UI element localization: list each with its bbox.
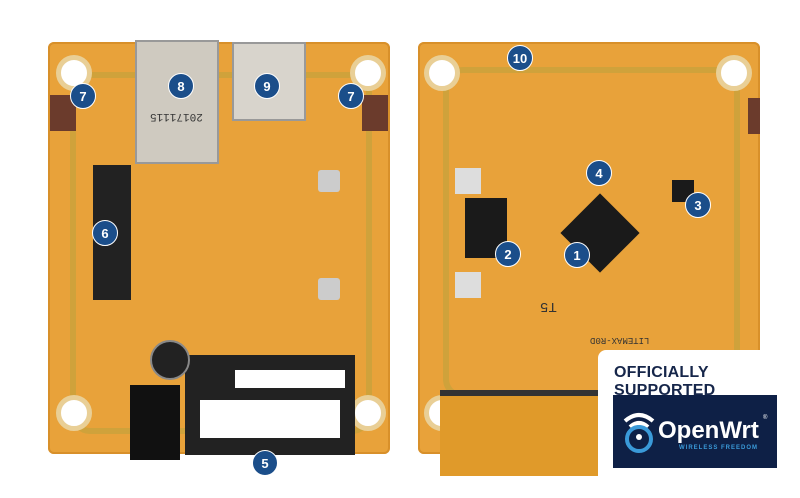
ethernet-port bbox=[440, 390, 600, 476]
callout-4: 4 bbox=[586, 160, 612, 186]
mount-hole bbox=[424, 55, 460, 91]
openwrt-badge: OFFICIALLY SUPPORTED OpenWrt ® WIRELESS … bbox=[598, 350, 800, 498]
power-jack bbox=[130, 385, 180, 460]
connector bbox=[455, 272, 481, 298]
callout-9: 9 bbox=[254, 73, 280, 99]
button bbox=[318, 278, 340, 300]
callout-7-left: 7 bbox=[70, 83, 96, 109]
callout-10: 10 bbox=[507, 45, 533, 71]
switch-right bbox=[362, 95, 388, 131]
mount-hole bbox=[350, 55, 386, 91]
callout-7-right: 7 bbox=[338, 83, 364, 109]
button bbox=[318, 170, 340, 192]
mount-hole bbox=[56, 395, 92, 431]
callout-6: 6 bbox=[92, 220, 118, 246]
callout-3: 3 bbox=[685, 192, 711, 218]
board-label: T5 bbox=[540, 298, 557, 314]
capacitor bbox=[150, 340, 190, 380]
openwrt-logo: OpenWrt ® WIRELESS FREEDOM bbox=[613, 395, 777, 468]
callout-8: 8 bbox=[168, 73, 194, 99]
callout-1: 1 bbox=[564, 242, 590, 268]
port-label bbox=[200, 400, 340, 438]
sd-card-slot bbox=[135, 40, 219, 164]
logo-text: OpenWrt bbox=[658, 417, 759, 444]
switch bbox=[748, 98, 760, 134]
port-label bbox=[235, 370, 345, 388]
logo-tagline: WIRELESS FREEDOM bbox=[679, 445, 759, 451]
board-name: LITEMAX-R0D bbox=[590, 335, 650, 345]
mount-hole bbox=[350, 395, 386, 431]
wifi-icon bbox=[623, 413, 655, 453]
registered-mark: ® bbox=[763, 415, 768, 421]
date-code: 20171115 bbox=[150, 110, 203, 122]
connector bbox=[455, 168, 481, 194]
mount-hole bbox=[716, 55, 752, 91]
callout-2: 2 bbox=[495, 241, 521, 267]
badge-title: OFFICIALLY SUPPORTED bbox=[614, 364, 716, 399]
callout-5: 5 bbox=[252, 450, 278, 476]
